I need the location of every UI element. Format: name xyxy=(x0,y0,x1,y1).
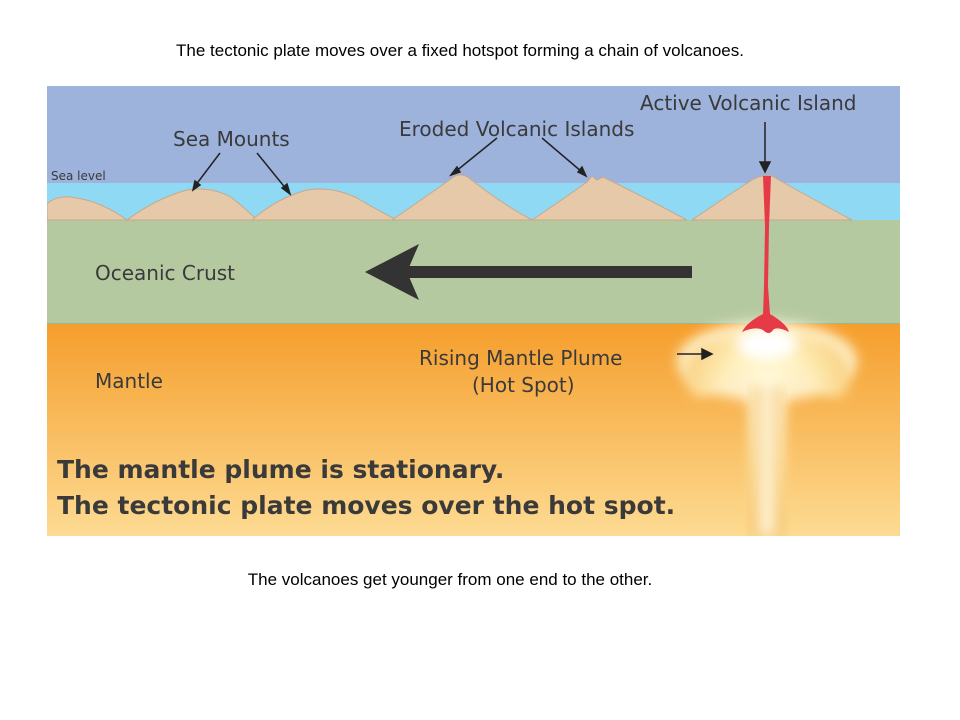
plate-motion-arrow xyxy=(365,244,692,300)
top-caption: The tectonic plate moves over a fixed ho… xyxy=(176,41,744,60)
statement-line1: The mantle plume is stationary. xyxy=(57,455,504,484)
label-eroded-volcanic-islands: Eroded Volcanic Islands xyxy=(399,117,634,141)
hotspot-diagram: Active Volcanic Island Sea Mounts Eroded… xyxy=(47,86,900,536)
label-oceanic-crust: Oceanic Crust xyxy=(95,261,235,285)
active-volcanic-island xyxy=(690,175,853,221)
label-mantle: Mantle xyxy=(95,369,163,393)
label-sea-level: Sea level xyxy=(51,169,106,183)
sky-layer xyxy=(47,86,900,183)
label-sea-mounts: Sea Mounts xyxy=(173,127,290,151)
seamount-2 xyxy=(125,188,259,221)
seamount-3 xyxy=(250,188,398,221)
eroded-island-2 xyxy=(530,175,688,221)
label-arrows xyxy=(191,122,772,361)
mantle-plume xyxy=(677,321,857,536)
label-plume-line1: Rising Mantle Plume xyxy=(419,346,623,370)
statement-line2: The tectonic plate moves over the hot sp… xyxy=(57,491,675,520)
seamount-1 xyxy=(47,196,129,221)
label-active-volcanic-island: Active Volcanic Island xyxy=(640,91,856,115)
label-plume-line2: (Hot Spot) xyxy=(472,373,575,397)
eroded-island-1 xyxy=(390,174,533,221)
bottom-caption: The volcanoes get younger from one end t… xyxy=(247,570,653,589)
volcano-chain xyxy=(47,174,853,221)
magma-conduit xyxy=(742,176,789,333)
